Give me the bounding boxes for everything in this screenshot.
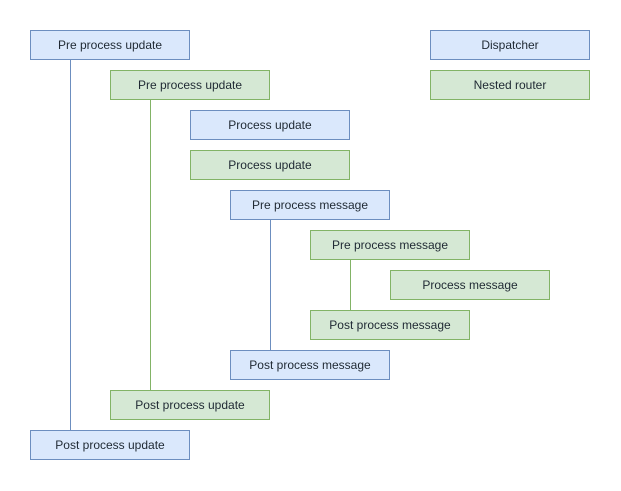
node-n3[interactable]: Process update xyxy=(190,110,350,140)
node-n8[interactable]: Post process message xyxy=(310,310,470,340)
node-n2[interactable]: Pre process update xyxy=(110,70,270,100)
connector-n2-to-n10 xyxy=(150,100,151,390)
node-n1[interactable]: Pre process update xyxy=(30,30,190,60)
connector-n5-to-n9 xyxy=(270,220,271,350)
legend-item-l1[interactable]: Dispatcher xyxy=(430,30,590,60)
node-n6[interactable]: Pre process message xyxy=(310,230,470,260)
node-n9[interactable]: Post process message xyxy=(230,350,390,380)
node-n4[interactable]: Process update xyxy=(190,150,350,180)
legend-item-l2[interactable]: Nested router xyxy=(430,70,590,100)
node-n10[interactable]: Post process update xyxy=(110,390,270,420)
connector-n6-to-n8 xyxy=(350,260,351,310)
node-n11[interactable]: Post process update xyxy=(30,430,190,460)
node-n5[interactable]: Pre process message xyxy=(230,190,390,220)
node-n7[interactable]: Process message xyxy=(390,270,550,300)
connector-n1-to-n11 xyxy=(70,60,71,430)
